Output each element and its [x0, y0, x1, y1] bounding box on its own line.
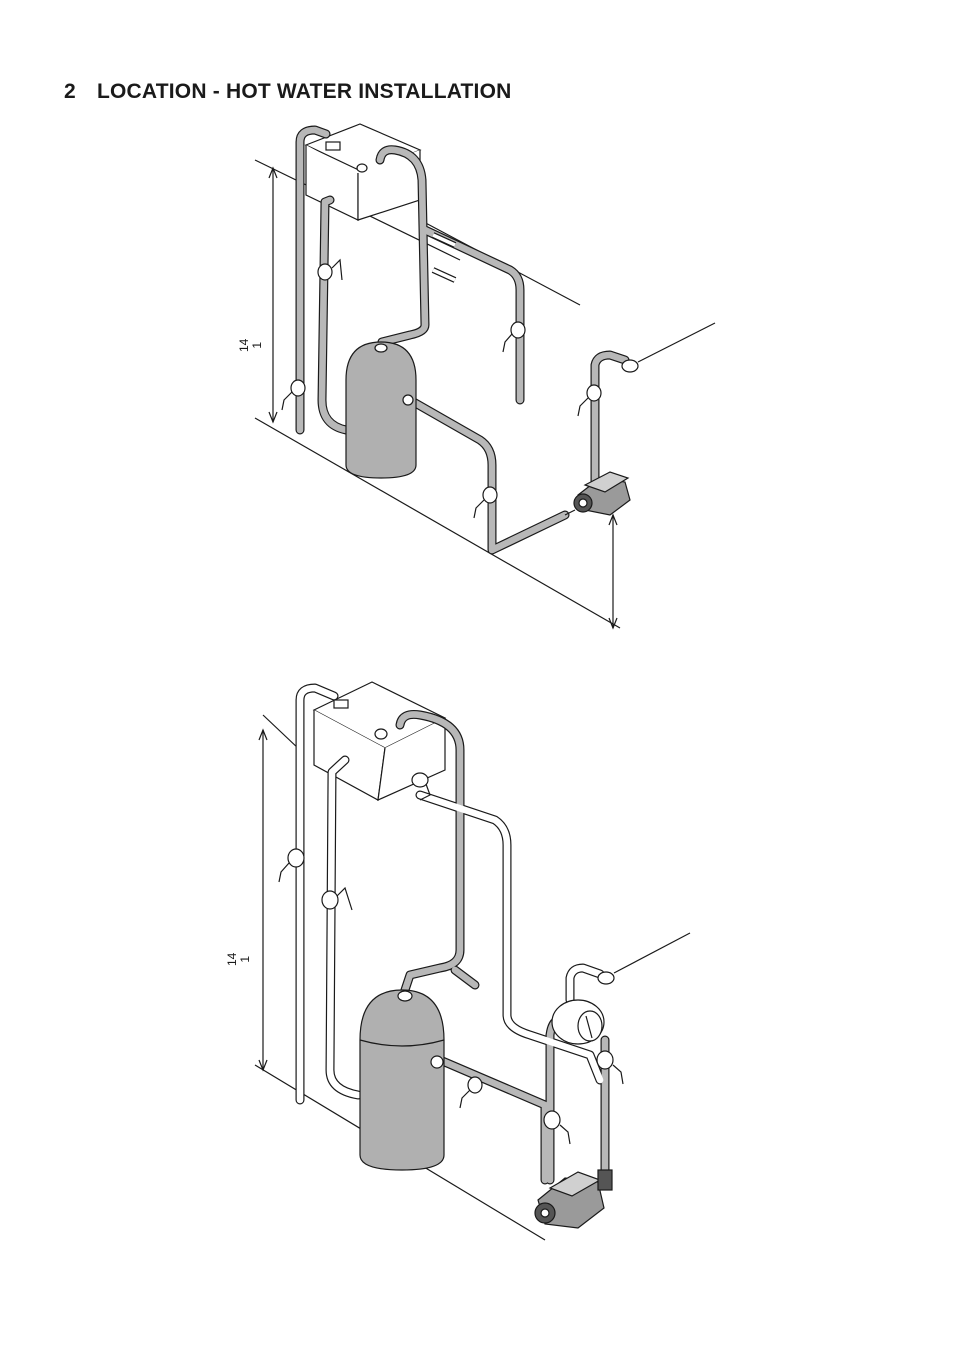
- floor-line: [255, 418, 620, 628]
- dimension-label-top: 14 1: [238, 339, 264, 352]
- hot-water-diagram-top: [0, 110, 954, 650]
- shower-head-icon: [622, 323, 715, 372]
- isolating-valves: [282, 260, 601, 518]
- hot-water-diagram-bottom: [0, 660, 954, 1260]
- wall-line: [263, 715, 300, 750]
- float-valve-icon: [326, 142, 340, 150]
- dimension-label-line2: 1: [239, 953, 252, 966]
- valve-icon: [460, 1077, 482, 1108]
- hot-water-cylinder: [360, 990, 444, 1170]
- section-title: LOCATION - HOT WATER INSTALLATION: [97, 80, 512, 103]
- dimension-label-bottom: 14 1: [226, 953, 252, 966]
- shower-mixer-icon: [552, 1000, 604, 1044]
- dimension-label-line2: 1: [251, 339, 264, 352]
- shower-head-icon: [598, 933, 690, 984]
- valve-icon: [322, 888, 352, 910]
- section-number: 2: [64, 80, 97, 104]
- pump-icon: [565, 472, 630, 515]
- hot-water-cylinder: [346, 342, 416, 478]
- float-valve-icon: [334, 700, 348, 708]
